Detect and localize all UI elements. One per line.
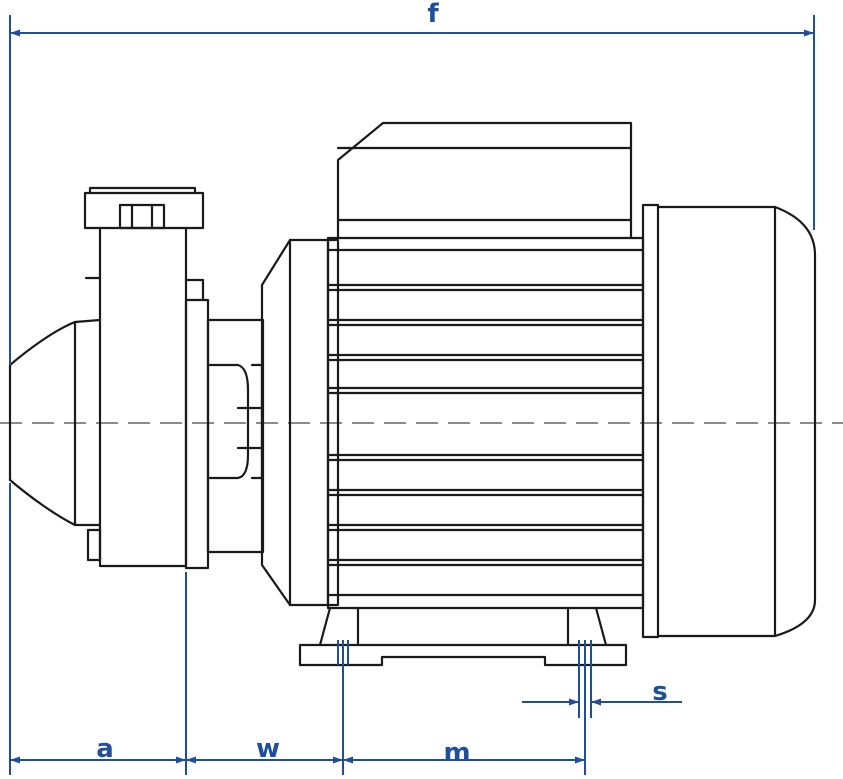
pump-outline (8, 121, 817, 667)
terminal-box (336, 121, 633, 240)
dimension-label-w: w (256, 734, 280, 764)
dimension-label-f: f (427, 0, 439, 29)
motor-feet (298, 606, 628, 667)
dimension-label-a: a (96, 734, 114, 764)
dimension-label-s: s (652, 677, 667, 707)
dimension-label-m: m (443, 738, 470, 768)
dimension-lines (9, 15, 815, 775)
suction-inlet (8, 318, 102, 527)
fan-cover (641, 203, 817, 639)
bearing-bracket (184, 298, 265, 570)
